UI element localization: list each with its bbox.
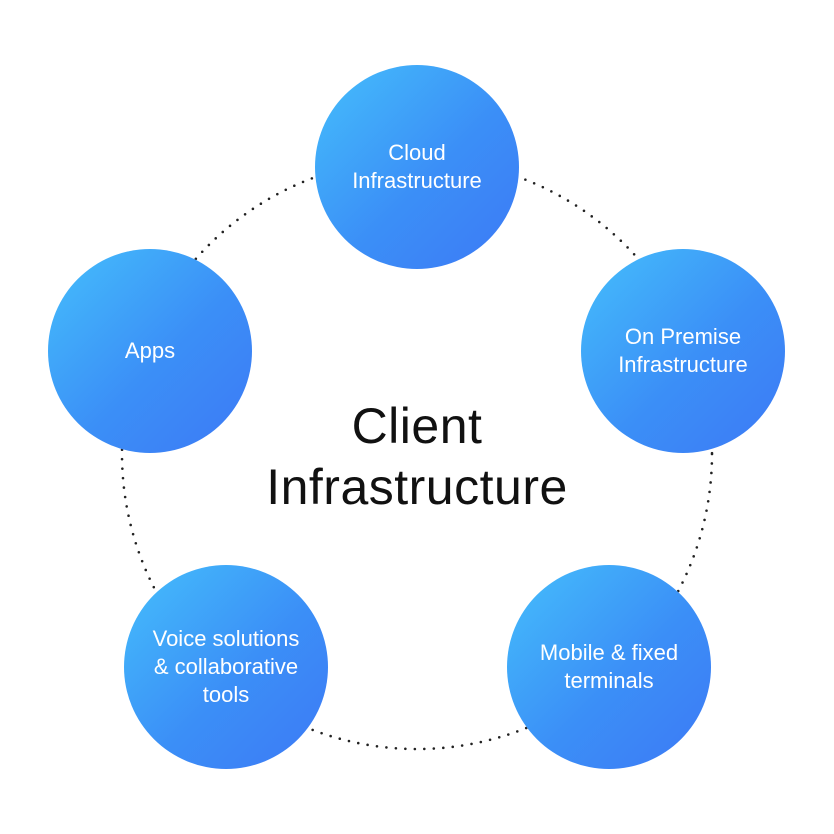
node-on-premise-infrastructure: On Premise Infrastructure bbox=[581, 249, 785, 453]
center-title: Client Infrastructure bbox=[167, 396, 667, 518]
node-voice-solutions: Voice solutions & collaborative tools bbox=[124, 565, 328, 769]
node-mobile-fixed-terminals: Mobile & fixed terminals bbox=[507, 565, 711, 769]
center-title-line-1: Client bbox=[351, 398, 483, 454]
node-label: On Premise Infrastructure bbox=[618, 324, 748, 377]
node-label: Voice solutions & collaborative tools bbox=[152, 626, 300, 707]
node-apps: Apps bbox=[48, 249, 252, 453]
node-label: Apps bbox=[124, 338, 176, 363]
node-label: Cloud Infrastructure bbox=[352, 140, 482, 193]
node-cloud-infrastructure: Cloud Infrastructure bbox=[315, 65, 519, 269]
center-title-line-2: Infrastructure bbox=[266, 459, 568, 515]
node-label: Mobile & fixed terminals bbox=[539, 640, 679, 693]
